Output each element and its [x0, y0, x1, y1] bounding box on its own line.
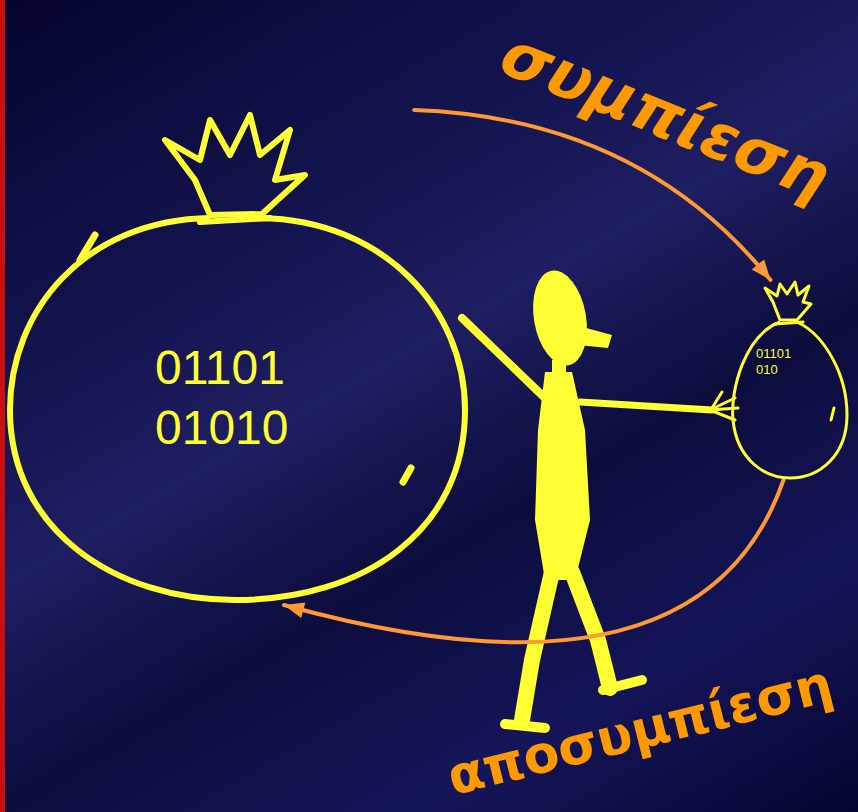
binary-digits: 01101 01010	[155, 338, 330, 458]
arrow-line	[284, 480, 784, 642]
bag-highlight	[403, 468, 411, 482]
bag-tie	[200, 218, 270, 222]
big-data-bag: 01101 01010	[5, 110, 470, 605]
bag-body	[733, 322, 847, 478]
bag-tie	[775, 322, 803, 324]
bag-knot	[165, 115, 305, 215]
bag-body	[10, 218, 465, 600]
arrow-head	[284, 603, 305, 618]
bag-outline	[725, 280, 855, 480]
arrow-head	[752, 259, 771, 280]
red-edge-strip	[0, 0, 5, 812]
curved-arrow	[284, 480, 784, 642]
binary-digits: 01101 010	[756, 346, 802, 379]
bag-highlight	[80, 235, 95, 260]
bag-highlight	[831, 408, 834, 420]
bag-knot	[765, 282, 811, 320]
small-data-bag: 01101 010	[725, 280, 855, 480]
